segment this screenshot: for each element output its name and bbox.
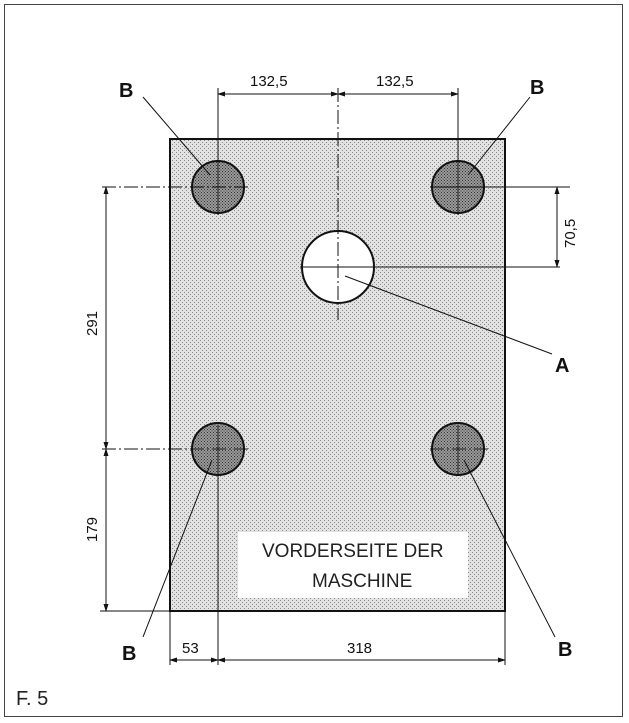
dim-left-lower: 179 [84, 517, 101, 542]
dim-top-left: 132,5 [250, 73, 288, 90]
label-b-bottom-right: B [558, 639, 572, 661]
center-lines [100, 88, 570, 665]
label-b-top-right: B [530, 77, 544, 99]
dimension-lines [103, 91, 560, 663]
dim-right-vertical: 70,5 [562, 219, 579, 248]
front-note-box [238, 532, 468, 598]
figure-label: F. 5 [16, 688, 48, 710]
leader-lines [142, 96, 556, 638]
dim-bottom-left: 53 [182, 640, 199, 657]
dim-bottom-right: 318 [347, 640, 372, 657]
front-note-line1: VORDERSEITE DER [262, 541, 444, 562]
label-b-bottom-left: B [122, 643, 136, 665]
dim-left-upper: 291 [84, 311, 101, 336]
front-note-line2: MASCHINE [312, 571, 412, 592]
label-a: A [555, 355, 569, 377]
dim-top-right: 132,5 [376, 73, 414, 90]
label-b-top-left: B [119, 80, 133, 102]
figure-frame [4, 4, 623, 717]
